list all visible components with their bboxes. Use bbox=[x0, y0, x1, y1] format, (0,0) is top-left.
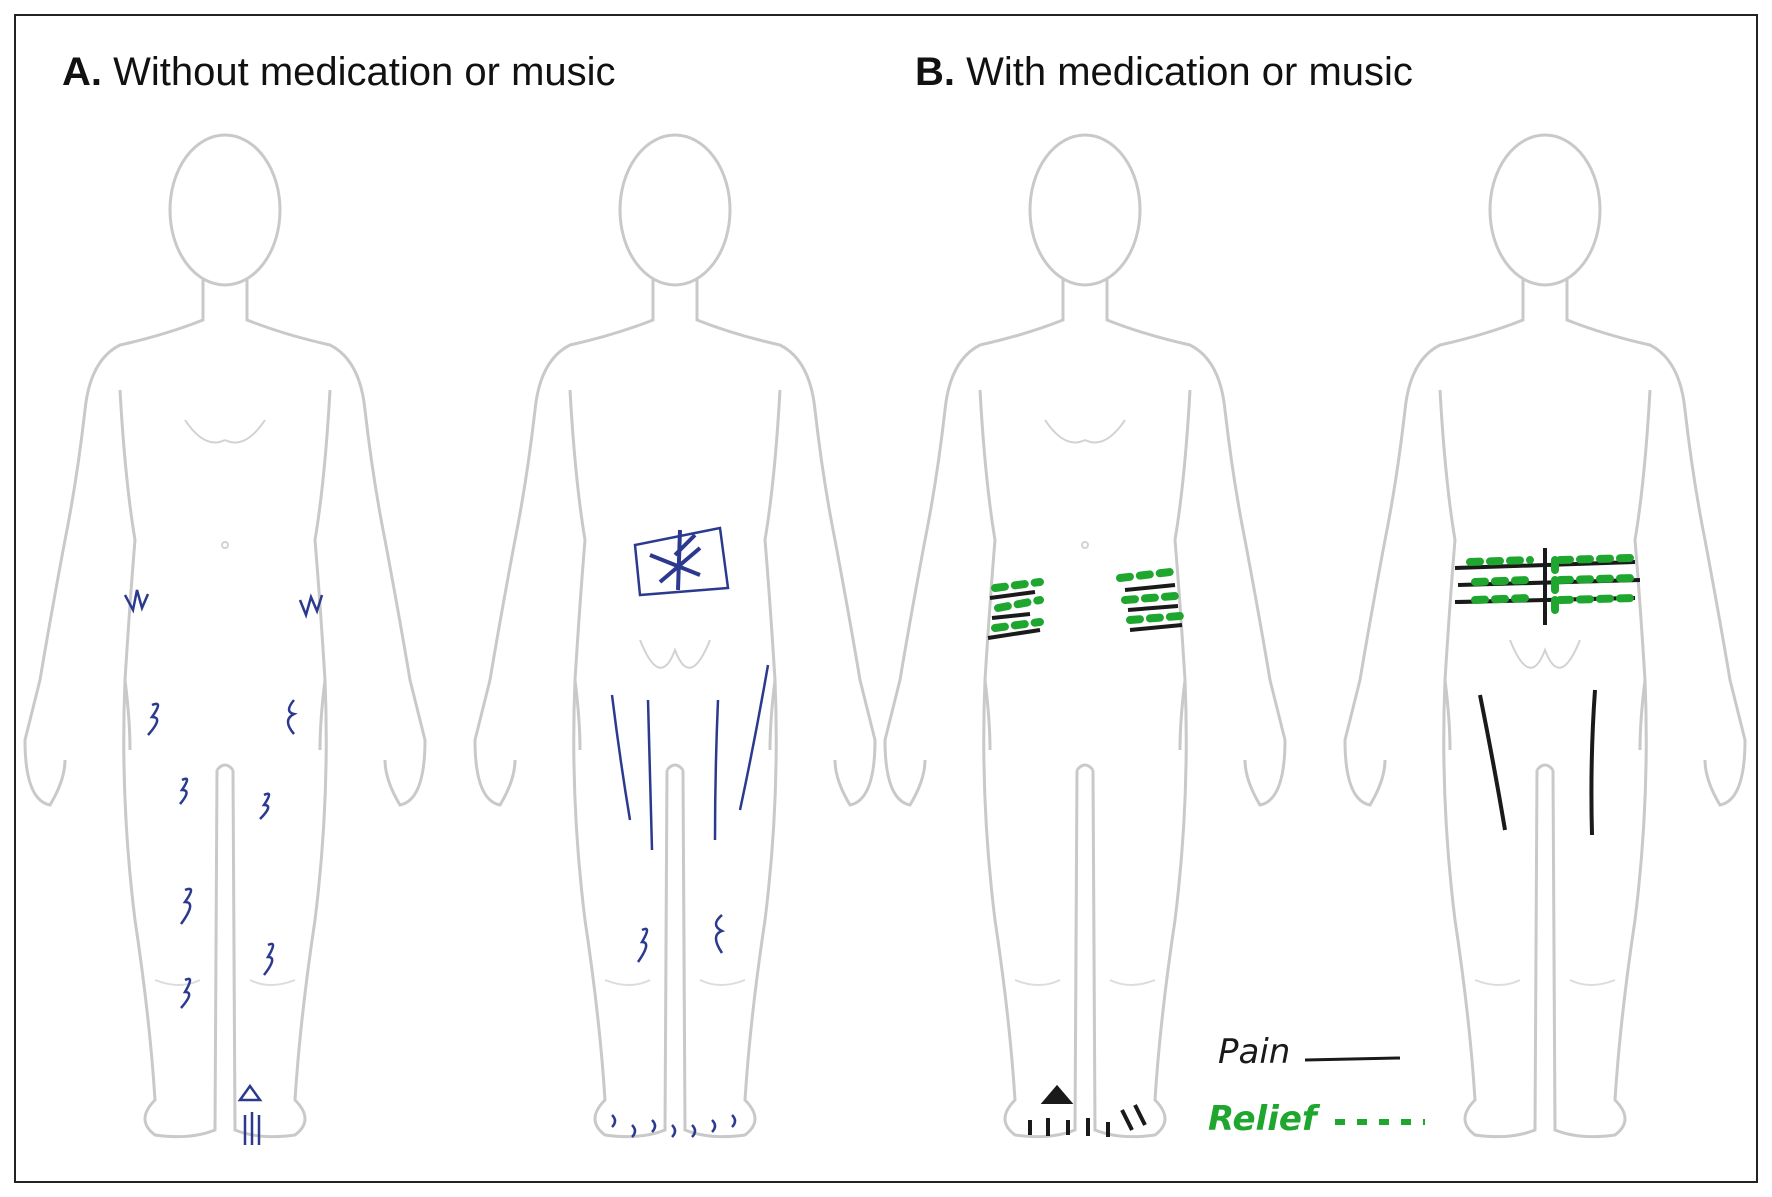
panel-b-relief-marks bbox=[991, 554, 1639, 632]
panel-a-letter: A. bbox=[62, 50, 102, 94]
panel-b-pain-marks bbox=[987, 548, 1641, 1137]
panel-b-front-figure bbox=[883, 133, 1287, 1139]
legend-pain-label: Pain bbox=[1218, 1032, 1290, 1072]
legend-pain-line bbox=[1304, 1056, 1401, 1062]
panel-b-letter: B. bbox=[915, 50, 955, 94]
panel-b-title: B. With medication or music bbox=[915, 50, 1413, 95]
panel-b-text: With medication or music bbox=[966, 50, 1413, 94]
legend-relief-label: Relief bbox=[1208, 1099, 1321, 1139]
legend: Pain Relief bbox=[1208, 1032, 1425, 1139]
panel-a-front-figure bbox=[23, 133, 427, 1139]
panel-a-back-figure bbox=[473, 133, 877, 1139]
panel-b-back-figure bbox=[1343, 133, 1747, 1139]
panel-a-title: A. Without medication or music bbox=[62, 50, 616, 95]
panel-a-text: Without medication or music bbox=[113, 50, 616, 94]
panel-a-pain-marks bbox=[123, 526, 770, 1145]
